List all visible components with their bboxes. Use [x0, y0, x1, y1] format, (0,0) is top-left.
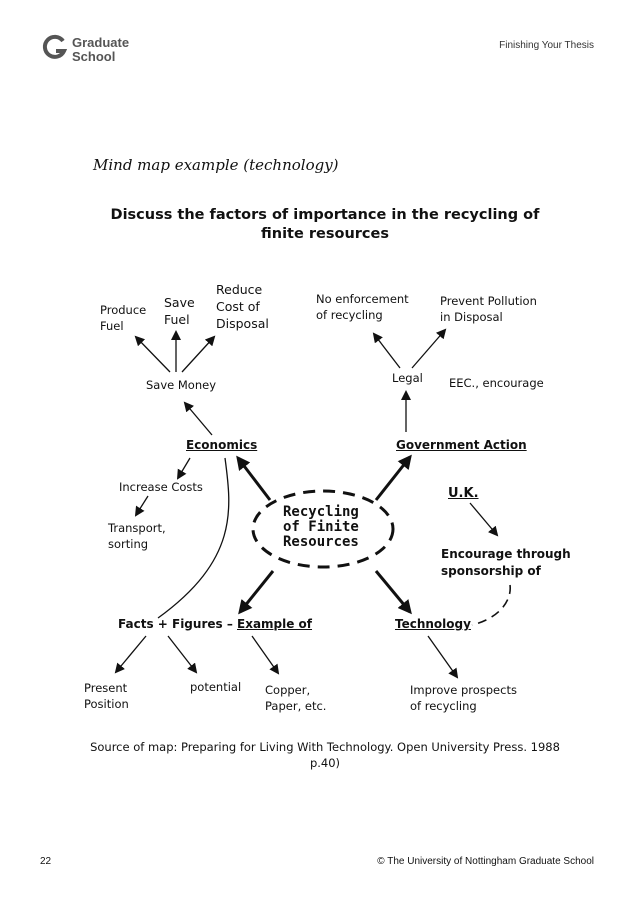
- mind-map-question: Discuss the factors of importance in the…: [110, 207, 540, 242]
- node-save-money: Save Money: [146, 378, 217, 392]
- logo-line-2: School: [72, 49, 116, 64]
- central-topic-line-1: Recycling: [283, 504, 359, 520]
- node-no-enforcement: No enforcement of recycling: [316, 291, 409, 323]
- arrow-to-transport: [134, 495, 149, 517]
- node-transport-sorting: Transport, sorting: [108, 520, 166, 552]
- node-prevent-pollution: Prevent Pollution in Disposal: [440, 293, 537, 325]
- arrow-to-present-position: [114, 635, 147, 674]
- graduate-school-logo: Graduate School: [42, 32, 172, 72]
- arrow-to-facts: [238, 570, 275, 615]
- page-subtitle: Mind map example (technology): [93, 156, 339, 174]
- arrow-to-copper-paper: [251, 635, 280, 675]
- node-produce-fuel-line-2: Fuel: [100, 319, 124, 333]
- node-present-position-line-2: Position: [84, 697, 129, 711]
- node-no-enforcement-line-1: No enforcement: [316, 292, 409, 306]
- node-present-position: Present Position: [84, 680, 129, 712]
- footer-copyright: © The University of Nottingham Graduate …: [377, 856, 594, 867]
- arrow-to-encourage: [469, 502, 499, 537]
- node-produce-fuel-line-1: Produce: [100, 303, 147, 317]
- arrow-to-produce-fuel: [134, 335, 171, 373]
- node-reduce-cost-line-3: Disposal: [216, 316, 269, 331]
- arrow-to-reduce-cost: [181, 335, 216, 373]
- node-copper-paper-line-1: Copper,: [265, 683, 311, 697]
- arrow-to-economics: [236, 455, 272, 501]
- node-encourage-sponsorship: Encourage through sponsorship of: [441, 546, 571, 580]
- node-transport-line-1: Transport,: [108, 521, 166, 535]
- running-title: Finishing Your Thesis: [499, 40, 594, 51]
- branch-facts-figures: Facts + Figures – Example of: [118, 617, 312, 631]
- node-produce-fuel: Produce Fuel: [100, 302, 146, 334]
- arrow-to-no-enforcement: [372, 332, 401, 369]
- node-present-position-line-1: Present: [84, 681, 128, 695]
- g-logo-icon: [42, 34, 68, 59]
- node-reduce-cost-line-2: Cost of: [216, 299, 260, 314]
- arrow-to-government: [374, 454, 412, 501]
- node-encourage-line-2: sponsorship of: [441, 564, 541, 578]
- node-potential: potential: [190, 680, 242, 694]
- node-save-fuel-line-2: Fuel: [164, 312, 190, 327]
- branch-government-action: Government Action: [396, 438, 527, 452]
- page-number: 22: [40, 856, 52, 867]
- branch-economics: Economics: [186, 438, 258, 452]
- arrow-to-prevent-pollution: [411, 328, 447, 369]
- node-copper-paper: Copper, Paper, etc.: [265, 682, 326, 714]
- central-topic-line-2: of Finite: [283, 519, 359, 535]
- dashed-sponsorship-to-technology: [471, 584, 511, 626]
- node-legal: Legal: [392, 371, 423, 385]
- node-prevent-pollution-line-2: in Disposal: [440, 310, 503, 324]
- node-save-fuel: Save Fuel: [164, 294, 195, 328]
- node-encourage-line-1: Encourage through: [441, 547, 571, 561]
- central-topic-line-3: Resources: [283, 534, 359, 550]
- arrow-to-potential: [167, 635, 198, 674]
- map-source-citation: Source of map: Preparing for Living With…: [90, 740, 560, 770]
- arrow-to-increase-costs: [176, 457, 191, 480]
- central-topic: Recycling of Finite Resources: [283, 505, 359, 550]
- facts-label-example-of: Example of: [237, 617, 313, 631]
- node-uk: U.K.: [448, 486, 479, 501]
- node-save-fuel-line-1: Save: [164, 295, 195, 310]
- node-improve-line-1: Improve prospects: [410, 683, 517, 697]
- logo-line-1: Graduate: [72, 35, 130, 50]
- node-no-enforcement-line-2: of recycling: [316, 308, 383, 322]
- logo-wordmark: Graduate School: [72, 36, 129, 64]
- node-improve-prospects: Improve prospects of recycling: [410, 682, 517, 714]
- node-eec-encourage: EEC., encourage: [449, 376, 544, 390]
- arrow-to-save-money: [183, 401, 213, 436]
- branch-technology: Technology: [395, 617, 471, 631]
- node-increase-costs: Increase Costs: [119, 480, 203, 494]
- node-improve-line-2: of recycling: [410, 699, 477, 713]
- facts-label-prefix: Facts + Figures –: [118, 617, 237, 631]
- arrow-to-improve: [427, 635, 459, 679]
- curve-economics-to-facts: [157, 457, 230, 619]
- node-transport-line-2: sorting: [108, 537, 149, 551]
- node-reduce-cost-line-1: Reduce: [216, 282, 263, 297]
- node-copper-paper-line-2: Paper, etc.: [265, 699, 327, 713]
- center-ellipse: [251, 489, 395, 569]
- node-reduce-cost: Reduce Cost of Disposal: [216, 281, 269, 332]
- arrow-to-technology: [374, 570, 412, 615]
- node-prevent-pollution-line-1: Prevent Pollution: [440, 294, 537, 308]
